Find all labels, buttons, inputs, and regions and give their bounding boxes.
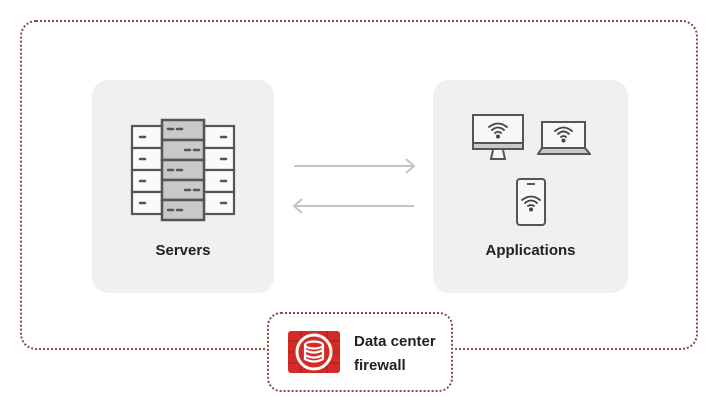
applications-panel: Applications <box>433 80 628 293</box>
database-firewall-icon <box>288 331 340 373</box>
firewall-label-line2: firewall <box>354 357 406 374</box>
firewall-label-line1: Data center <box>354 333 436 350</box>
firewall-box: Data center firewall <box>267 312 453 392</box>
applications-label: Applications <box>485 242 576 259</box>
desktop-wifi-icon <box>472 114 524 160</box>
right-arrow-icon <box>294 158 416 174</box>
servers-label: Servers <box>155 242 211 259</box>
left-arrow-icon <box>292 198 414 214</box>
servers-panel: Servers <box>92 80 274 293</box>
laptop-wifi-icon <box>537 121 591 155</box>
server-rack-icon <box>130 118 236 222</box>
phone-wifi-icon <box>516 178 546 226</box>
